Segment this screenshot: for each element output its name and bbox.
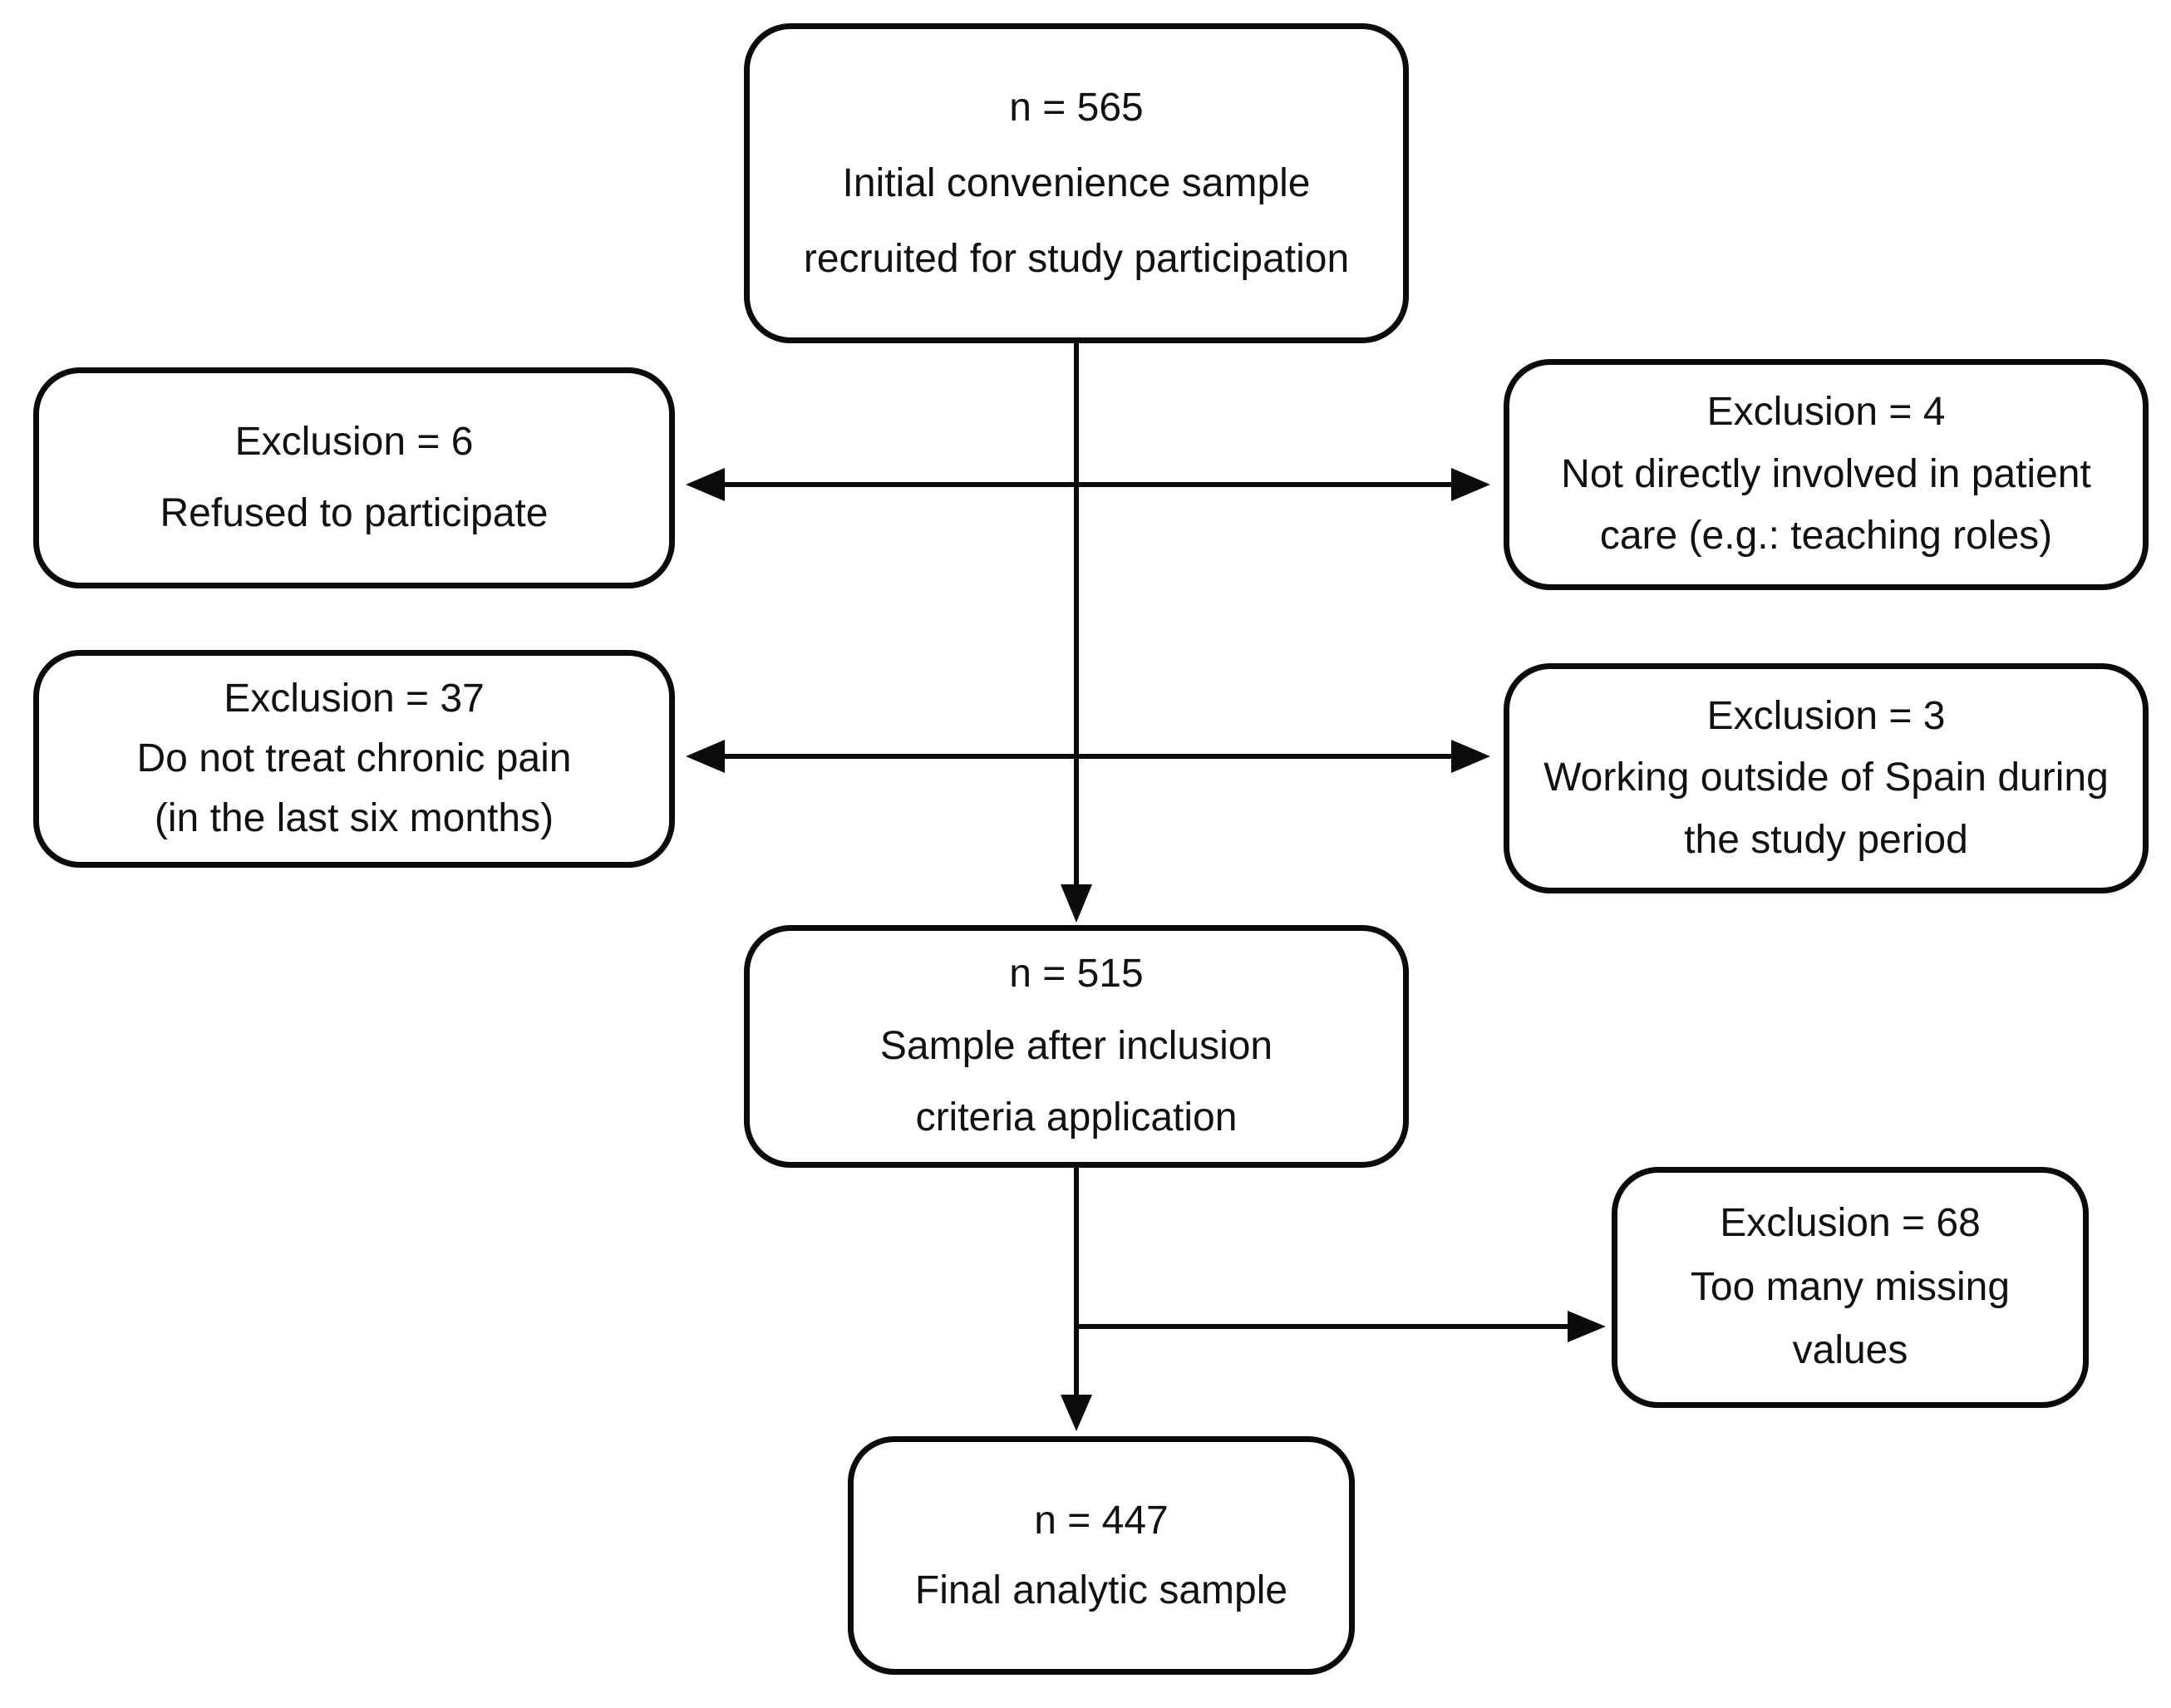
node-line: recruited for study participation: [803, 237, 1350, 282]
node-line: n = 515: [1009, 952, 1144, 997]
node-line: Exclusion = 4: [1706, 390, 1946, 435]
node-initial-sample: n = 565 Initial convenience sample recru…: [744, 23, 1409, 343]
node-line: Exclusion = 68: [1720, 1200, 1981, 1245]
node-line: the study period: [1684, 817, 1968, 862]
connector-inclusion-to-final: [1061, 1168, 1092, 1431]
node-exclusion-no-chronic-pain: Exclusion = 37 Do not treat chronic pain…: [33, 650, 675, 868]
node-exclusion-not-patient-care: Exclusion = 4 Not directly involved in p…: [1504, 359, 2149, 590]
connector-branch-missing-values: [1076, 1311, 1606, 1342]
node-line: Initial convenience sample: [842, 160, 1311, 205]
node-line: Sample after inclusion: [879, 1023, 1273, 1068]
node-line: Refused to participate: [160, 491, 549, 535]
arrowhead-left-icon: [686, 468, 725, 501]
arrowhead-right-icon: [1568, 1311, 1606, 1342]
arrowhead-down-icon: [1061, 884, 1092, 923]
node-exclusion-missing-values: Exclusion = 68 Too many missing values: [1612, 1167, 2089, 1408]
node-line: Exclusion = 37: [224, 677, 485, 721]
arrowhead-down-icon: [1061, 1395, 1092, 1431]
connector-initial-to-inclusion: [1061, 343, 1092, 923]
connector-row2-exclusions: [686, 740, 1490, 773]
node-line: Do not treat chronic pain: [136, 736, 572, 780]
node-sample-after-inclusion: n = 515 Sample after inclusion criteria …: [744, 925, 1409, 1168]
node-line: Not directly involved in patient: [1561, 451, 2091, 496]
node-line: Exclusion = 3: [1706, 693, 1946, 738]
node-line: n = 565: [1009, 85, 1144, 130]
node-line: Final analytic sample: [914, 1568, 1288, 1612]
node-final-sample: n = 447 Final analytic sample: [848, 1436, 1355, 1675]
arrowhead-right-icon: [1451, 740, 1490, 773]
arrowhead-right-icon: [1451, 468, 1490, 501]
node-line: Exclusion = 6: [234, 419, 474, 464]
node-exclusion-outside-spain: Exclusion = 3 Working outside of Spain d…: [1504, 663, 2149, 893]
arrowhead-left-icon: [686, 740, 725, 773]
node-line: Working outside of Spain during: [1543, 756, 2109, 800]
node-exclusion-refused: Exclusion = 6 Refused to participate: [33, 367, 675, 588]
node-line: (in the last six months): [154, 796, 554, 840]
node-line: n = 447: [1034, 1498, 1169, 1543]
node-line: care (e.g.: teaching roles): [1599, 514, 2053, 559]
node-line: values: [1792, 1328, 1908, 1373]
connector-row1-exclusions: [686, 468, 1490, 501]
node-line: Too many missing: [1690, 1264, 2011, 1309]
node-line: criteria application: [915, 1095, 1238, 1140]
